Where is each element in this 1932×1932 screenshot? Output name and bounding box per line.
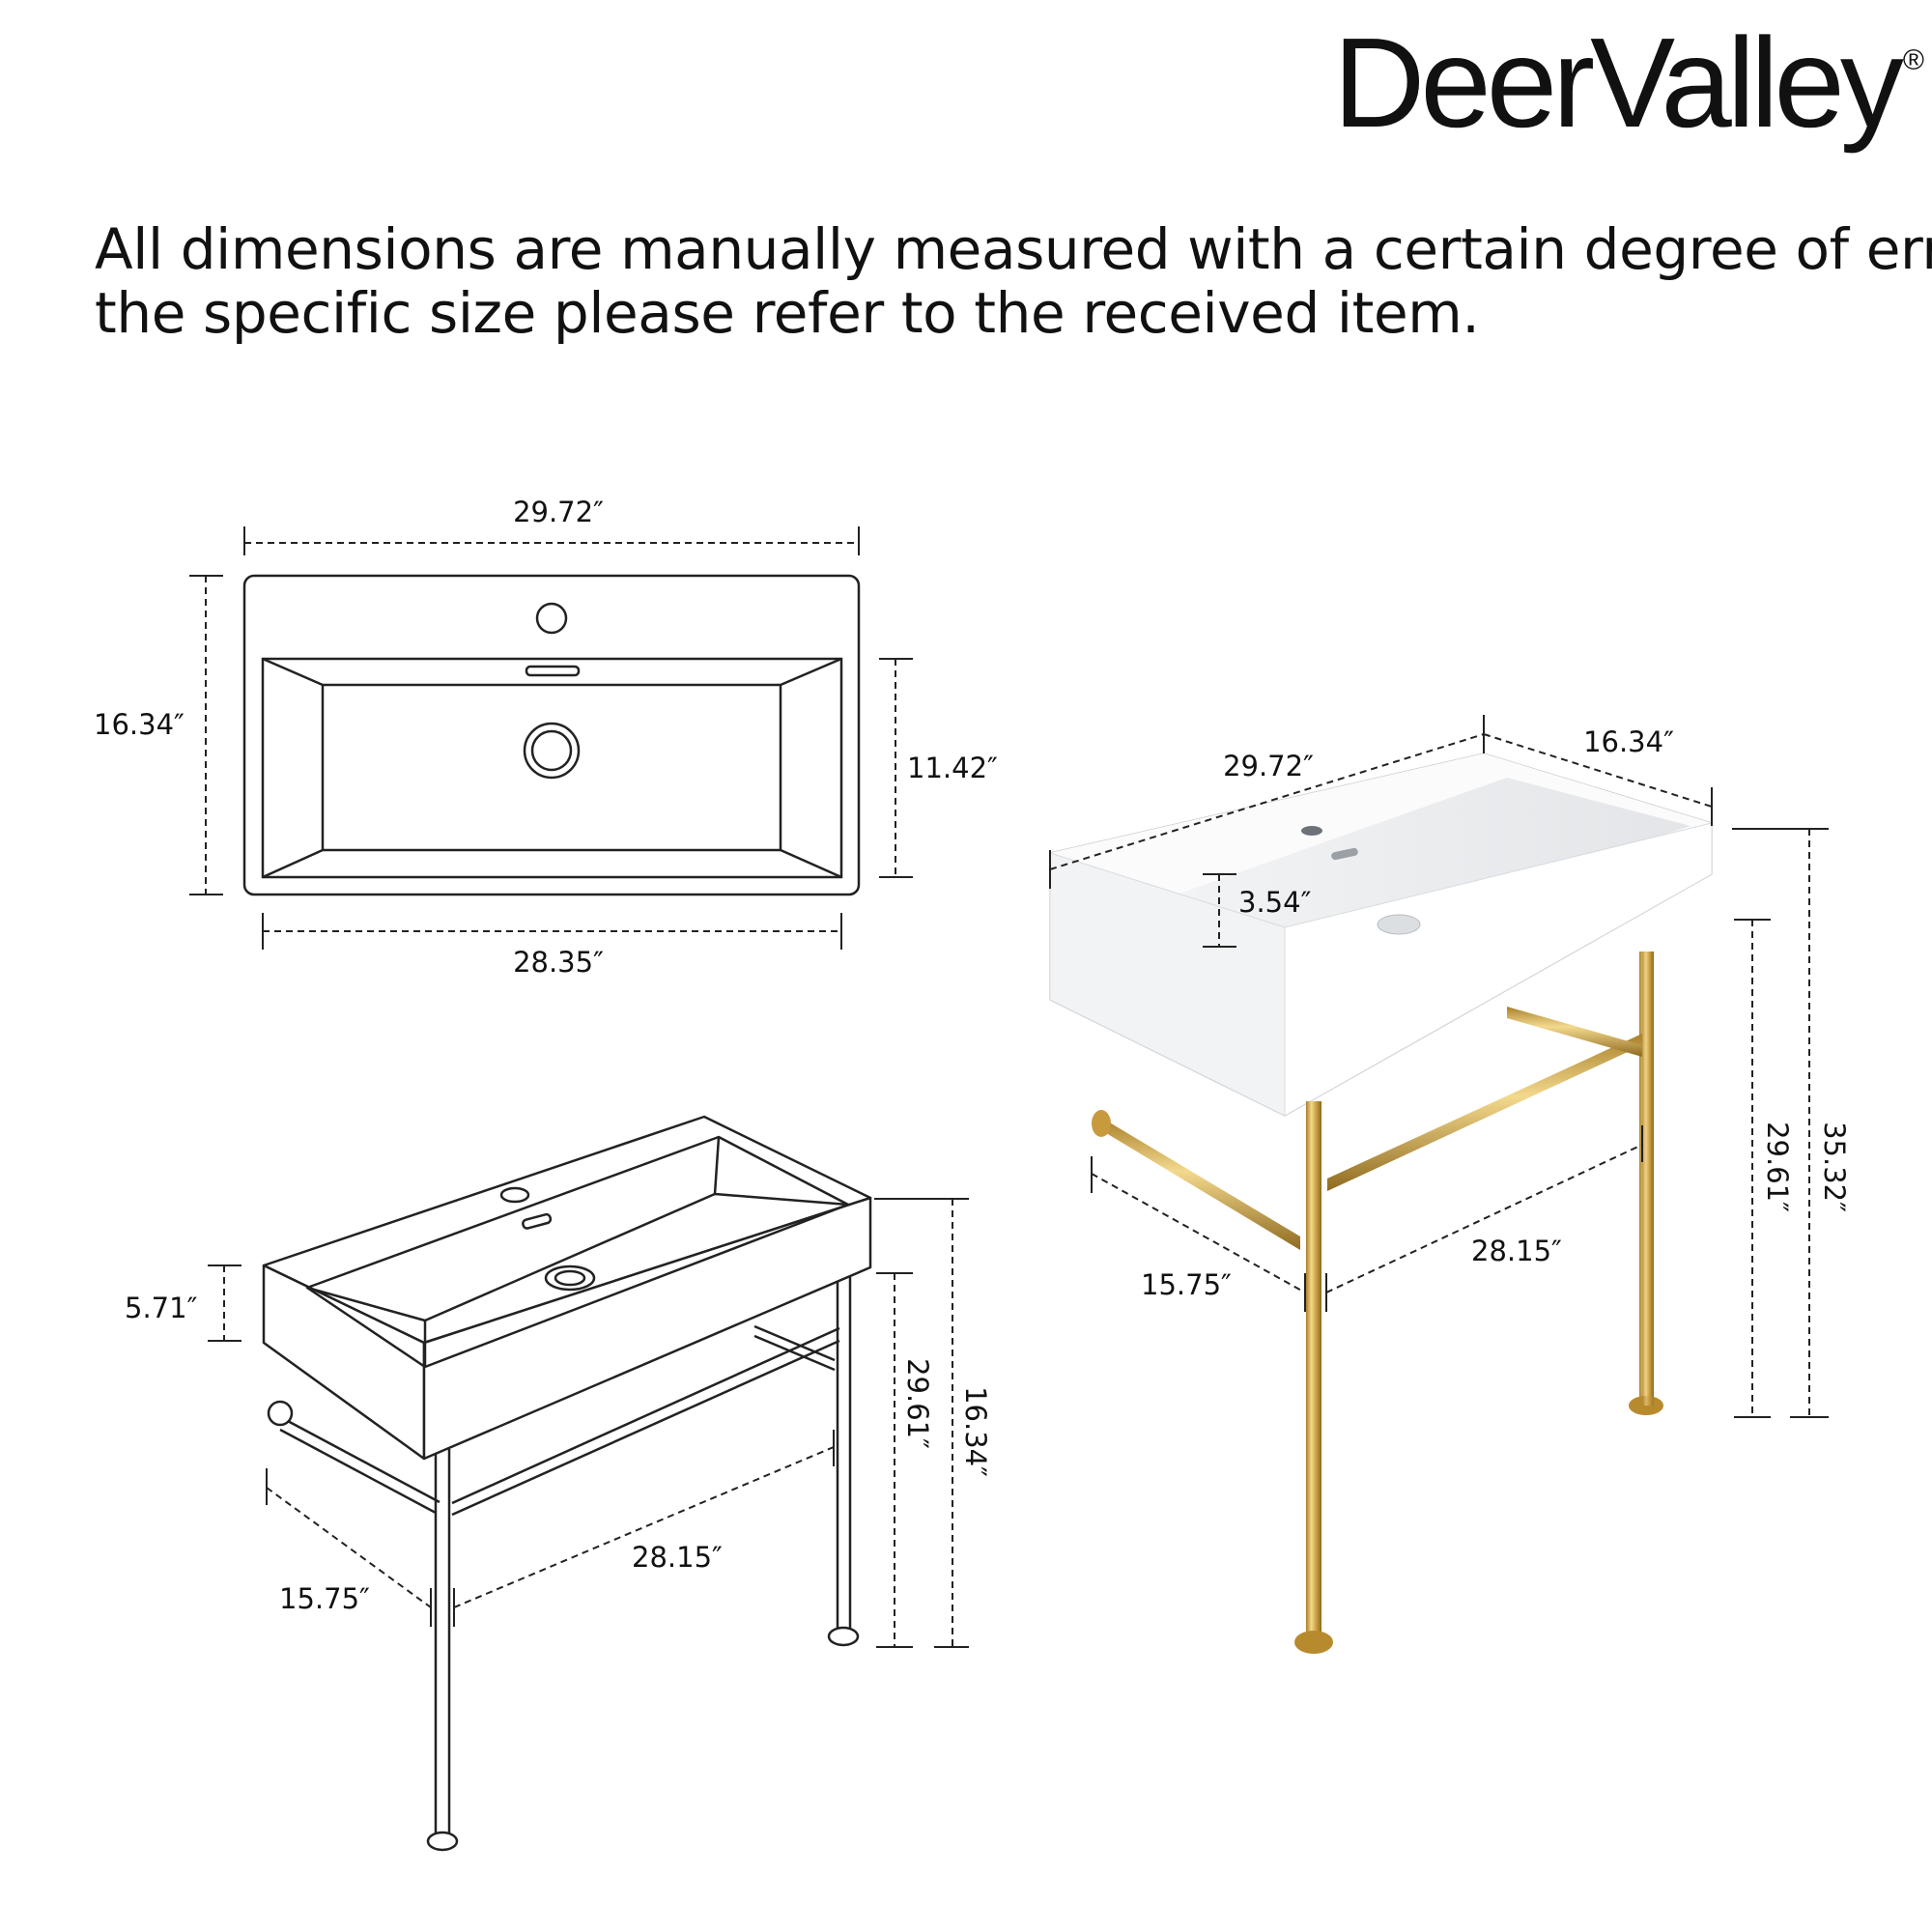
dim-line-leg-depth — [266, 1468, 432, 1627]
photo-total-height-label: 35.32″ — [1818, 1122, 1851, 1212]
faucet-hole-icon — [499, 1186, 530, 1204]
photo-leg-width-label: 28.15″ — [1471, 1235, 1562, 1267]
drain-outer-icon — [544, 1264, 596, 1292]
photo-view-diagram — [1049, 753, 1713, 1654]
total-height-label: 16.34″ — [959, 1386, 992, 1477]
disclaimer-line-1: All dimensions are manually measured wit… — [95, 216, 1932, 282]
top-width-label: 29.72″ — [513, 496, 604, 528]
photo-width-label: 29.72″ — [1223, 750, 1314, 782]
dim-line-bowl-depth — [879, 658, 913, 878]
bottom-width-label: 28.35″ — [513, 946, 604, 979]
drain-inner-icon — [554, 1269, 586, 1287]
top-depth-label: 16.34″ — [94, 708, 185, 741]
leg-height-label: 29.61″ — [901, 1358, 934, 1449]
dim-line-photo-depth — [1483, 733, 1713, 826]
leg-width-label: 28.15″ — [632, 1541, 723, 1574]
basin-side-face — [1049, 852, 1286, 1117]
brand-name: DeerValley — [1333, 12, 1904, 154]
disclaimer-line-2: the specific size please refer to the re… — [95, 280, 1480, 346]
towel-bar — [1101, 1119, 1300, 1250]
drain-icon — [1377, 914, 1421, 935]
bowl-depth-label: 11.42″ — [907, 752, 998, 784]
dim-line-basin-height — [208, 1264, 242, 1342]
leg-depth-label: 15.75″ — [279, 1582, 370, 1615]
dim-line-photo-leg-width — [1325, 1125, 1643, 1312]
dim-line-total-height — [874, 1198, 969, 1648]
brand-logo: DeerValley® — [1333, 19, 1924, 147]
back-rail — [1327, 1034, 1642, 1191]
bowl-outer — [261, 657, 843, 879]
front-leg-foot — [1294, 1631, 1333, 1654]
overflow-slot-icon — [525, 665, 581, 677]
drain-outer-icon — [523, 722, 581, 780]
dim-line-photo-bowl — [1203, 873, 1236, 948]
drain-inner-icon — [530, 729, 573, 772]
dim-line-top-width — [243, 526, 860, 555]
photo-bowl-label: 3.54″ — [1238, 886, 1312, 919]
line-drawing-diagram — [208, 1115, 969, 1852]
photo-dimension-lines — [1049, 715, 1829, 1418]
bowl-inner — [321, 683, 782, 852]
overflow-slot-icon — [1331, 847, 1358, 861]
towel-bar-end — [1092, 1110, 1111, 1137]
photo-depth-label: 16.34″ — [1583, 725, 1674, 758]
dim-line-leg-height — [876, 1272, 913, 1648]
dim-line-photo-total-height — [1732, 828, 1829, 1418]
dim-line-top-depth — [189, 575, 223, 895]
top-view-diagram — [189, 526, 913, 950]
front-leg — [1306, 1101, 1321, 1642]
overflow-slot-icon — [522, 1212, 553, 1230]
side-rail-back — [1507, 1007, 1642, 1057]
photo-leg-height-label: 29.61″ — [1761, 1122, 1794, 1212]
dim-line-photo-leg-depth — [1091, 1156, 1306, 1312]
disclaimer-text: All dimensions are manually measured wit… — [95, 216, 1932, 346]
photo-leg-depth-label: 15.75″ — [1141, 1268, 1232, 1301]
dim-line-bottom-width — [262, 913, 842, 950]
basin-front-face — [422, 1196, 872, 1461]
faucet-hole-icon — [535, 602, 568, 635]
basin-height-label: 5.71″ — [125, 1292, 198, 1324]
console-legs — [267, 1277, 860, 1852]
dim-line-leg-width — [453, 1430, 835, 1627]
faucet-hole-icon — [1301, 826, 1322, 836]
sink-outline — [242, 574, 861, 896]
dim-line-photo-leg-height — [1734, 919, 1771, 1418]
basin-bowl — [1111, 778, 1690, 956]
brand-registered-mark: ® — [1902, 44, 1924, 76]
